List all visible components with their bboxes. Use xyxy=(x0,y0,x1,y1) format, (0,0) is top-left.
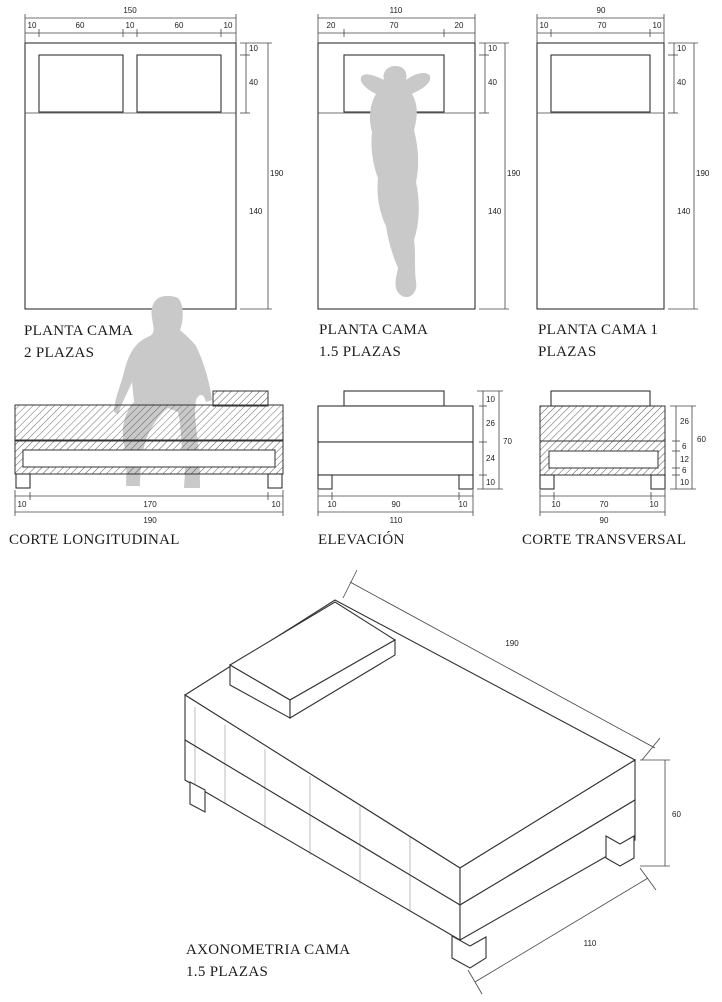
transversal-height-part-4: 6 xyxy=(682,466,687,475)
elevation-bottom-part-2: 90 xyxy=(392,500,401,509)
axo-height: 60 xyxy=(672,810,681,819)
axo-leg-back-left xyxy=(189,781,206,813)
elevation-caption: ELEVACIÓN xyxy=(318,531,405,548)
elevation-leg-left xyxy=(317,474,333,490)
plan-double-width-part-3: 10 xyxy=(126,21,135,30)
transversal-mattress xyxy=(539,405,666,442)
elevation-mattress xyxy=(317,405,474,443)
transversal-bottom-part-2: 70 xyxy=(600,500,609,509)
transversal-height-part-3: 12 xyxy=(680,455,689,464)
transversal-height-part-1: 26 xyxy=(680,417,689,426)
plan-one-half-length-part-1: 10 xyxy=(488,44,497,53)
plan-double-length-part-3: 140 xyxy=(249,207,263,216)
plan-one-half-width-part-2: 70 xyxy=(390,21,399,30)
elevation-height-part-4: 10 xyxy=(486,478,495,487)
longitudinal-bottom-part-3: 10 xyxy=(272,500,281,509)
axonometric-bed: 190 60 110 xyxy=(183,569,681,995)
transversal-bottom-part-3: 10 xyxy=(650,500,659,509)
longitudinal-leg-right xyxy=(267,473,283,489)
elevation-height-part-3: 24 xyxy=(486,454,495,463)
plan-one-half-length-total: 190 xyxy=(507,169,521,178)
plan-double-width-part-2: 60 xyxy=(76,21,85,30)
plan-double-length-total: 190 xyxy=(270,169,284,178)
transversal-leg-right xyxy=(650,474,666,490)
plan-one-half-bed: 110 20 70 20 10 40 140 190 xyxy=(317,6,521,310)
plan-one-half-length-part-2: 40 xyxy=(488,78,497,87)
section-transversal: 26 6 12 6 10 60 10 70 10 90 xyxy=(539,390,706,525)
plan-single-width-part-1: 10 xyxy=(540,21,549,30)
plan-double-length-part-1: 10 xyxy=(249,44,258,53)
axo-leg-right xyxy=(605,835,635,867)
plan-double-length-part-2: 40 xyxy=(249,78,258,87)
longitudinal-caption: CORTE LONGITUDINAL xyxy=(9,532,180,548)
elevation-bottom-part-1: 10 xyxy=(328,500,337,509)
section-elevation: 10 26 24 10 70 10 90 10 110 xyxy=(317,390,512,525)
plan-single-width-total: 90 xyxy=(597,6,606,15)
plan-single-width-part-2: 70 xyxy=(598,21,607,30)
axo-pillow-side xyxy=(289,639,396,719)
transversal-height-total: 60 xyxy=(697,435,706,444)
plan-double-width-total: 150 xyxy=(123,6,137,15)
plan-single-length-part-1: 10 xyxy=(677,44,686,53)
plan-double-bed: 150 10 60 10 60 10 10 40 140 190 xyxy=(24,6,284,310)
elevation-height-part-2: 26 xyxy=(486,419,495,428)
plan-one-half-caption-line2: 1.5 PLAZAS xyxy=(319,344,401,360)
elevation-bottom-part-3: 10 xyxy=(459,500,468,509)
longitudinal-mattress xyxy=(14,404,284,441)
elevation-leg-right xyxy=(458,474,474,490)
elevation-base xyxy=(317,441,474,476)
plan-double-width-part-4: 60 xyxy=(175,21,184,30)
axo-side-right-lower xyxy=(459,799,636,941)
transversal-bottom-part-1: 10 xyxy=(552,500,561,509)
transversal-pillow xyxy=(550,390,651,407)
plan-single-length-total: 190 xyxy=(696,169,710,178)
plan-one-half-caption-line1: PLANTA CAMA xyxy=(319,322,428,338)
plan-one-half-width-part-1: 20 xyxy=(327,21,336,30)
transversal-caption: CORTE TRANSVERSAL xyxy=(522,532,686,548)
longitudinal-bottom-part-1: 10 xyxy=(18,500,27,509)
plan-single-bed: 90 10 70 10 10 40 140 190 xyxy=(536,6,710,310)
plan-single-length-part-3: 140 xyxy=(677,207,691,216)
longitudinal-total: 190 xyxy=(143,516,157,525)
axo-caption-line2: 1.5 PLAZAS xyxy=(186,964,268,980)
axo-length: 190 xyxy=(505,639,519,648)
axo-side-texture xyxy=(194,707,411,912)
plan-single-caption-line1: PLANTA CAMA 1 xyxy=(538,322,658,338)
plan-one-half-length-part-3: 140 xyxy=(488,207,502,216)
plan-single-caption-line2: PLAZAS xyxy=(538,344,596,360)
plan-one-half-width-total: 110 xyxy=(390,6,403,15)
transversal-height-part-2: 6 xyxy=(682,442,687,451)
plan-single-length-part-2: 40 xyxy=(677,78,686,87)
transversal-base-opening xyxy=(548,450,659,469)
plan-double-pillow-left xyxy=(38,54,124,113)
longitudinal-base-opening xyxy=(22,449,276,468)
plan-one-half-width-part-3: 20 xyxy=(455,21,464,30)
section-longitudinal: 10 170 10 190 xyxy=(14,296,284,525)
elevation-total: 110 xyxy=(390,516,403,525)
axo-leg-front xyxy=(451,935,487,969)
plan-double-pillow-right xyxy=(136,54,222,113)
plan-single-width-part-3: 10 xyxy=(653,21,662,30)
plan-double-caption-line2: 2 PLAZAS xyxy=(24,345,94,361)
elevation-height-total: 70 xyxy=(503,437,512,446)
longitudinal-bottom-part-2: 170 xyxy=(143,500,157,509)
plan-double-width-part-5: 10 xyxy=(224,21,233,30)
plan-double-width-part-1: 10 xyxy=(28,21,37,30)
transversal-height-part-5: 10 xyxy=(680,478,689,487)
plan-single-pillow xyxy=(550,54,651,113)
axo-width: 110 xyxy=(584,939,597,948)
elevation-pillow xyxy=(343,390,445,407)
elevation-height-part-1: 10 xyxy=(486,395,495,404)
plan-double-caption-line1: PLANTA CAMA xyxy=(24,323,133,339)
transversal-leg-left xyxy=(539,474,555,490)
axo-caption-line1: AXONOMETRIA CAMA xyxy=(186,942,350,958)
longitudinal-leg-left xyxy=(15,473,31,489)
transversal-total: 90 xyxy=(600,516,609,525)
lying-person-silhouette xyxy=(360,66,431,298)
longitudinal-headrest xyxy=(212,390,269,407)
